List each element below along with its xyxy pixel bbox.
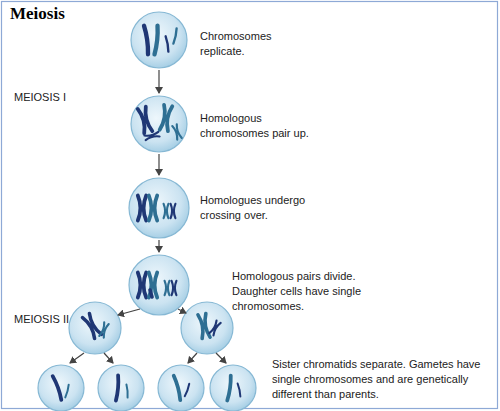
phase-label: MEIOSIS II	[14, 312, 104, 327]
step-caption: Chromosomes replicate.	[200, 29, 300, 59]
diagram-title: Meiosis	[10, 4, 65, 24]
step-caption: Homologous pairs divide. Daughter cells …	[232, 269, 380, 314]
step-caption: Sister chromatids separate. Gametes have…	[272, 357, 496, 402]
phase-label: MEIOSIS I	[14, 90, 104, 105]
step-caption: Homologous chromosomes pair up.	[200, 111, 320, 141]
step-caption: Homologues undergo crossing over.	[200, 193, 315, 223]
